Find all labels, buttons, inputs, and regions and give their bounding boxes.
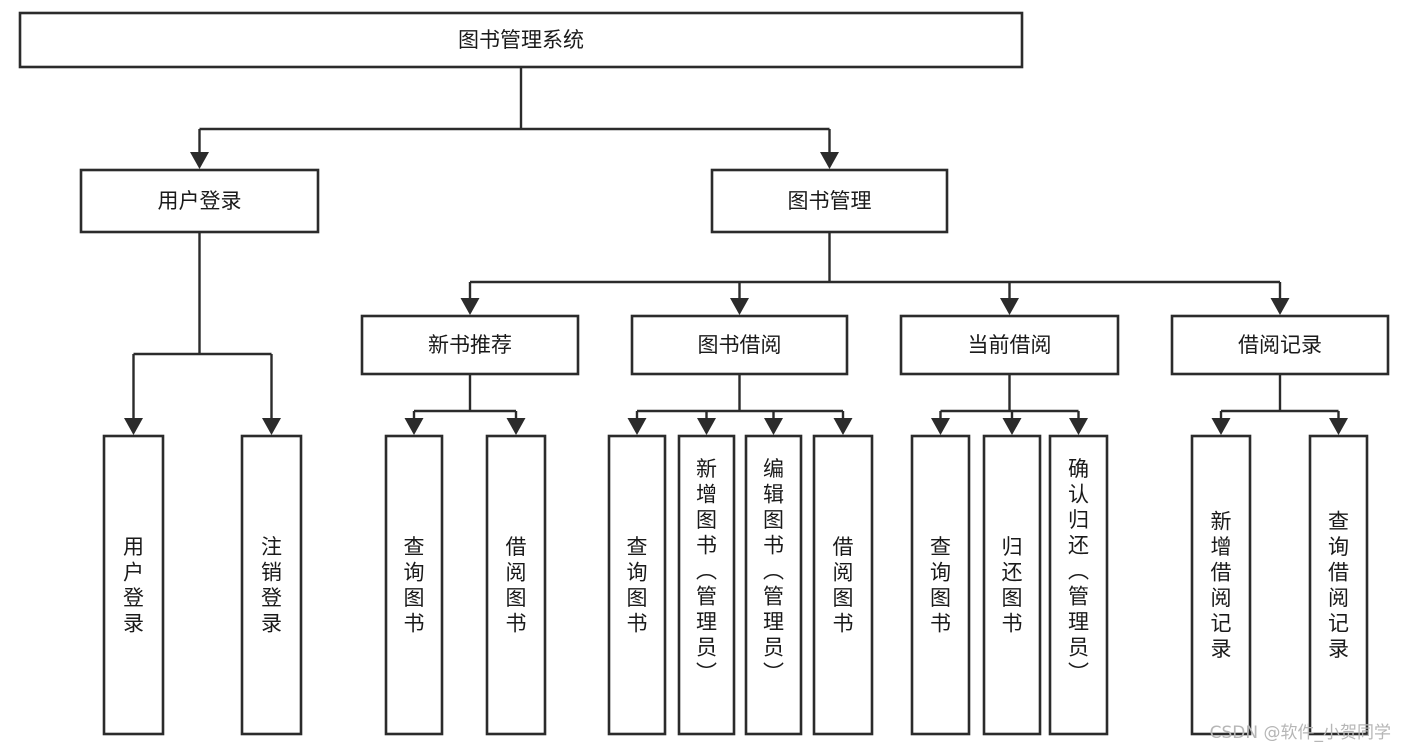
- node-box: [1190, 434, 1252, 736]
- node-box: [1308, 434, 1369, 736]
- node-label: 当前借阅: [968, 333, 1052, 357]
- edge-arrowhead: [1211, 418, 1231, 435]
- edge-arrowhead: [1000, 298, 1019, 315]
- node-box: [18, 11, 1024, 69]
- node-label: 借阅记录: [1238, 333, 1322, 357]
- node-label: 图书借阅: [698, 333, 782, 357]
- edge-arrowhead: [404, 418, 424, 435]
- node-box: [677, 434, 736, 736]
- node-n-book-mgmt[interactable]: 图书管理: [710, 168, 949, 234]
- node-box: [102, 434, 165, 736]
- node-label: 查询图书: [404, 535, 425, 636]
- node-label: 用户登录: [123, 535, 144, 636]
- node-l-query-record[interactable]: 查询借阅记录: [1308, 434, 1369, 736]
- edge-arrowhead: [1002, 418, 1022, 435]
- node-n-record[interactable]: 借阅记录: [1170, 314, 1390, 376]
- node-box: [899, 314, 1120, 376]
- node-label: 查询图书: [627, 535, 648, 636]
- node-l-user-login[interactable]: 用户登录: [102, 434, 165, 736]
- node-l-query-book-3[interactable]: 查询图书: [910, 434, 971, 736]
- node-l-return-book[interactable]: 归还图书: [982, 434, 1042, 736]
- node-root[interactable]: 图书管理系统: [18, 11, 1024, 69]
- node-label: 新增借阅记录: [1211, 509, 1232, 661]
- node-label: 新书推荐: [428, 333, 512, 357]
- node-l-query-book-2[interactable]: 查询图书: [607, 434, 667, 736]
- node-l-query-book-1[interactable]: 查询图书: [384, 434, 444, 736]
- edge-arrowhead: [820, 152, 839, 169]
- edge-arrowhead: [931, 418, 950, 435]
- node-label: 图书管理: [788, 189, 872, 213]
- node-box: [910, 434, 971, 736]
- node-label: 用户登录: [158, 189, 242, 213]
- edge-arrowhead: [506, 418, 526, 435]
- node-box: [710, 168, 949, 234]
- node-box: [982, 434, 1042, 736]
- node-l-borrow-book-1[interactable]: 借阅图书: [485, 434, 547, 736]
- node-layer: 图书管理系统用户登录图书管理新书推荐图书借阅当前借阅借阅记录用户登录注销登录查询…: [18, 11, 1390, 736]
- node-label: 图书管理系统: [458, 28, 584, 52]
- node-l-edit-book[interactable]: 编辑图书︵管理员︶: [744, 434, 803, 736]
- node-label: 借阅图书: [833, 535, 854, 636]
- node-box: [485, 434, 547, 736]
- edge-arrowhead: [262, 418, 281, 435]
- edge-arrowhead: [697, 418, 716, 435]
- node-label: 查询借阅记录: [1328, 509, 1349, 661]
- node-box: [360, 314, 580, 376]
- node-box: [1170, 314, 1390, 376]
- edge-arrowhead: [764, 418, 783, 435]
- node-box: [1048, 434, 1109, 736]
- node-box: [812, 434, 874, 736]
- node-n-user-login[interactable]: 用户登录: [79, 168, 320, 234]
- edge-layer: [124, 67, 1348, 435]
- node-l-borrow-book-2[interactable]: 借阅图书: [812, 434, 874, 736]
- node-label: 确认归还︵管理员︶: [1068, 457, 1089, 685]
- edge-arrowhead: [1069, 418, 1088, 435]
- edge-arrowhead: [730, 298, 749, 315]
- node-n-borrow[interactable]: 图书借阅: [630, 314, 849, 376]
- node-n-current[interactable]: 当前借阅: [899, 314, 1120, 376]
- edge-arrowhead: [190, 152, 209, 169]
- edge-arrowhead: [460, 298, 480, 315]
- node-label: 新增图书︵管理员︶: [696, 457, 717, 685]
- node-label: 编辑图书︵管理员︶: [763, 457, 784, 685]
- node-label: 借阅图书: [506, 535, 527, 636]
- edge-arrowhead: [627, 418, 647, 435]
- node-n-new-rec[interactable]: 新书推荐: [360, 314, 580, 376]
- node-box: [744, 434, 803, 736]
- node-l-logout[interactable]: 注销登录: [240, 434, 303, 736]
- node-box: [384, 434, 444, 736]
- node-box: [607, 434, 667, 736]
- node-l-add-record[interactable]: 新增借阅记录: [1190, 434, 1252, 736]
- node-l-add-book[interactable]: 新增图书︵管理员︶: [677, 434, 736, 736]
- node-label: 查询图书: [930, 535, 951, 636]
- node-box: [240, 434, 303, 736]
- node-box: [79, 168, 320, 234]
- edge-arrowhead: [833, 418, 853, 435]
- node-l-confirm-return[interactable]: 确认归还︵管理员︶: [1048, 434, 1109, 736]
- node-label: 注销登录: [261, 535, 282, 636]
- node-box: [630, 314, 849, 376]
- edge-arrowhead: [1270, 298, 1290, 315]
- edge-arrowhead: [1329, 418, 1348, 435]
- node-label: 归还图书: [1002, 535, 1023, 636]
- edge-arrowhead: [124, 418, 143, 435]
